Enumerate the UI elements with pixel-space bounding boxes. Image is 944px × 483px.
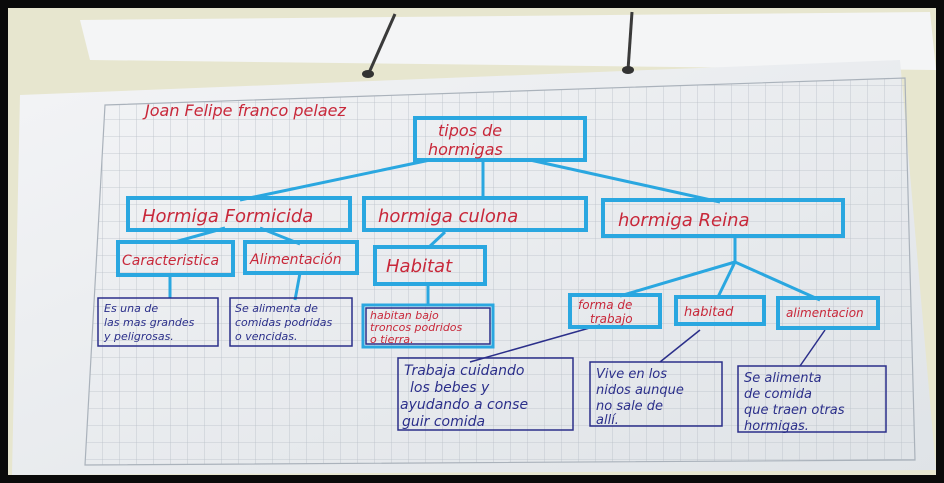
page-grid <box>85 78 915 465</box>
tree-connectors <box>168 158 821 305</box>
note-alimentacion-line2: comidas podridas <box>235 316 332 329</box>
author-handwriting: Joan Felipe franco pelaez <box>142 101 346 120</box>
node-habitat: Habitat <box>373 245 487 286</box>
note-caracteristica-line3: y peligrosas. <box>103 330 174 343</box>
note-trabajo-line1: Trabaja cuidando <box>404 363 524 379</box>
note-caracteristica-line1: Es una de <box>104 302 158 315</box>
note-trabajo-line2: los bebes y <box>410 380 490 396</box>
node-alimentacion: Alimentación <box>243 240 359 275</box>
note-habitat-line2: troncos podridos <box>370 321 463 334</box>
node-hormiga-formicida: Hormiga Formicida <box>126 196 352 232</box>
note-caracteristica-line2: las mas grandes <box>104 316 195 329</box>
label-trabajo: trabajo <box>590 312 633 326</box>
label-hormiga-culona: hormiga culona <box>378 206 518 227</box>
node-hormiga-culona: hormiga culona <box>362 196 588 232</box>
root-label-line2: hormigas <box>428 140 503 159</box>
binder-ring-right <box>626 11 634 71</box>
note-trabajo-line4: guir comida <box>402 414 485 430</box>
note-alimentacion-reina-line3: que traen otras <box>744 403 845 418</box>
top-paper-sheet <box>80 12 936 70</box>
note-trabajo-line3: ayudando a conse <box>400 397 528 413</box>
node-forma-de-trabajo: forma de trabajo <box>568 293 662 329</box>
note-alimentacion-reina-line1: Se alimenta <box>744 371 822 386</box>
label-caracteristica: Caracteristica <box>122 253 219 269</box>
node-habitad: habitad <box>674 295 766 326</box>
note-alimentacion: Se alimenta de comidas podridas o vencid… <box>229 297 353 347</box>
label-habitad: habitad <box>684 305 734 320</box>
note-trabajo: Trabaja cuidando los bebes y ayudando a … <box>397 357 574 431</box>
root-label-line1: tipos de <box>438 121 502 140</box>
note-alimentacion-reina-line4: hormigas. <box>744 419 809 434</box>
node-alimentacion-reina: alimentacion <box>776 296 880 330</box>
label-hormiga-formicida: Hormiga Formicida <box>142 206 313 227</box>
binder-ring-left <box>366 13 397 76</box>
note-alimentacion-line1: Se alimenta de <box>235 302 318 315</box>
note-alimentacion-reina-line2: de comida <box>744 387 812 402</box>
note-habitad-line1: Vive en los <box>596 367 667 382</box>
label-forma-de: forma de <box>578 298 632 312</box>
root-node: tipos de hormigas <box>413 116 587 162</box>
label-alimentacion: Alimentación <box>249 252 342 268</box>
label-alimentacion-reina: alimentacion <box>786 306 864 320</box>
note-habitat-line3: o tierra. <box>370 333 414 346</box>
note-habitad-line4: allí. <box>596 413 619 428</box>
note-habitat-line1: habitan bajo <box>370 309 439 322</box>
note-caracteristica: Es una de las mas grandes y peligrosas. <box>97 297 219 347</box>
node-caracteristica: Caracteristica <box>116 240 235 277</box>
note-habitad-line2: nidos aunque <box>596 383 684 398</box>
label-hormiga-reina: hormiga Reina <box>618 210 750 231</box>
note-habitad-line3: no sale de <box>596 399 663 414</box>
note-habitad: Vive en los nidos aunque no sale de allí… <box>589 361 723 428</box>
note-habitat: habitan bajo troncos podridos o tierra. <box>361 303 495 349</box>
note-alimentacion-line3: o vencidas. <box>235 330 298 343</box>
node-hormiga-reina: hormiga Reina <box>601 198 845 238</box>
note-alimentacion-reina: Se alimenta de comida que traen otras ho… <box>737 365 887 434</box>
label-habitat: Habitat <box>386 256 453 277</box>
